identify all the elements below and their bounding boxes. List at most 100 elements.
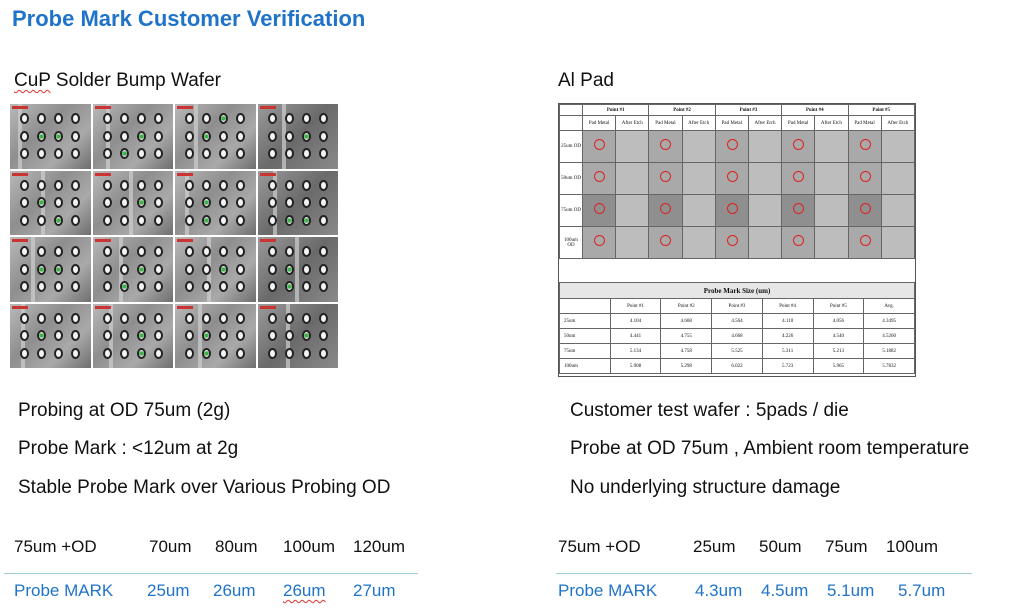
- bump-red-tag: [177, 106, 193, 109]
- od-header-cell: 75um: [825, 537, 868, 556]
- pad-subheader-cell: Pad Metal: [581, 115, 617, 131]
- solder-bump: [318, 330, 328, 342]
- after-etch-image: [814, 194, 849, 227]
- bump-red-tag: [259, 172, 276, 176]
- bump-wafer-image: [10, 104, 338, 368]
- pad-subheader-cell: After Etch: [681, 115, 716, 131]
- bump-array: [264, 310, 333, 363]
- solder-bump: [267, 246, 277, 258]
- bump-red-tag: [94, 239, 111, 242]
- od-row-label: 25um OD: [559, 130, 583, 163]
- solder-bump: [153, 113, 163, 125]
- solder-bump: [318, 246, 328, 258]
- solder-bump: [236, 148, 246, 160]
- pad-cell-image: [881, 227, 914, 258]
- right-od-header-row: 75um +OD 25um 50um 75um 100um: [0, 537, 1024, 559]
- right-table-separator: [556, 573, 972, 574]
- size-value-cell: 4.5260: [863, 328, 915, 344]
- pad-point-header: Point #4: [781, 104, 849, 116]
- pad-cell-image: [715, 227, 748, 258]
- size-value-cell: 5.723: [761, 358, 814, 374]
- od-header-cell: 75um +OD: [14, 537, 97, 556]
- solder-bump: [236, 246, 246, 258]
- bump-red-tag: [94, 172, 111, 176]
- pad-points-header: Point #1 Point #2 Point #3 Point #4 Poin…: [559, 104, 915, 116]
- solder-bump: [20, 113, 30, 125]
- solder-bump: [301, 263, 311, 275]
- pad-cell-image: [682, 195, 715, 226]
- pad-cell-image: [848, 227, 881, 258]
- solder-bump: [37, 330, 47, 342]
- solder-bump: [136, 214, 146, 226]
- solder-bump: [219, 179, 229, 191]
- solder-bump: [37, 281, 47, 293]
- bump-array: [99, 243, 168, 296]
- solder-bump: [71, 148, 81, 160]
- pad-cell-image: [583, 195, 616, 226]
- solder-bump: [267, 263, 277, 275]
- solder-bump: [71, 281, 81, 293]
- bump-array: [181, 177, 250, 230]
- pad-cell-image: [616, 227, 649, 258]
- pad-cell-image: [881, 131, 914, 162]
- solder-bump: [202, 263, 212, 275]
- size-header-cell: Point #1: [609, 298, 662, 314]
- solder-bump: [102, 214, 112, 226]
- solder-bump: [37, 347, 47, 359]
- after-etch-image: [615, 194, 650, 227]
- solder-bump: [71, 330, 81, 342]
- pad-cell-image: [649, 131, 682, 162]
- pad-metal-image: [847, 194, 882, 227]
- bump-array: [181, 110, 250, 163]
- probe-mark-circle: [594, 203, 606, 214]
- od-row-label: 100um OD: [559, 226, 583, 259]
- solder-bump: [119, 113, 129, 125]
- size-value-cell: 5.965: [812, 358, 865, 374]
- solder-bump: [119, 214, 129, 226]
- after-etch-image: [747, 226, 783, 259]
- after-etch-image: [747, 162, 783, 195]
- solder-bump: [219, 113, 229, 125]
- solder-bump: [185, 347, 195, 359]
- pad-cell-image: [649, 227, 682, 258]
- solder-bump: [20, 179, 30, 191]
- left-subtitle-rest: Solder Bump Wafer: [50, 70, 221, 91]
- bump-red-tag: [12, 106, 28, 109]
- od-header-cell: 100um: [283, 537, 335, 556]
- after-etch-image: [880, 162, 915, 195]
- bump-red-tag: [177, 239, 193, 242]
- size-value-cell: 5.908: [609, 358, 662, 374]
- solder-bump: [136, 179, 146, 191]
- solder-bump: [301, 148, 311, 160]
- solder-bump: [54, 246, 64, 258]
- right-line-3: No underlying structure damage: [570, 477, 841, 498]
- solder-bump: [301, 197, 311, 209]
- pad-metal-image: [847, 162, 882, 195]
- pad-cell-image: [815, 131, 848, 162]
- probe-mark-circle: [660, 139, 672, 150]
- solder-bump: [185, 130, 195, 142]
- pad-subheader-cell: Pad Metal: [648, 115, 683, 131]
- pad-metal-image: [648, 130, 683, 163]
- pad-subheader-cell: After Etch: [880, 115, 915, 131]
- od-row-label: 75um OD: [559, 194, 583, 227]
- size-value-cell: 6.022: [711, 358, 763, 374]
- solder-bump: [71, 197, 81, 209]
- bump-tile: [175, 104, 256, 169]
- solder-bump: [119, 179, 129, 191]
- solder-bump: [54, 263, 64, 275]
- probe-mark-cell: 26um: [213, 581, 256, 600]
- solder-bump: [202, 347, 212, 359]
- pad-image-row: 100um OD: [559, 226, 915, 259]
- solder-bump: [37, 312, 47, 324]
- solder-bump: [136, 263, 146, 275]
- probe-mark-circle: [726, 235, 738, 246]
- solder-bump: [301, 246, 311, 258]
- solder-bump: [185, 214, 195, 226]
- left-table-separator: [4, 573, 418, 574]
- solder-bump: [153, 347, 163, 359]
- bump-tile: [175, 237, 256, 302]
- bump-array: [181, 310, 250, 363]
- size-value-cell: 4.3495: [863, 313, 915, 329]
